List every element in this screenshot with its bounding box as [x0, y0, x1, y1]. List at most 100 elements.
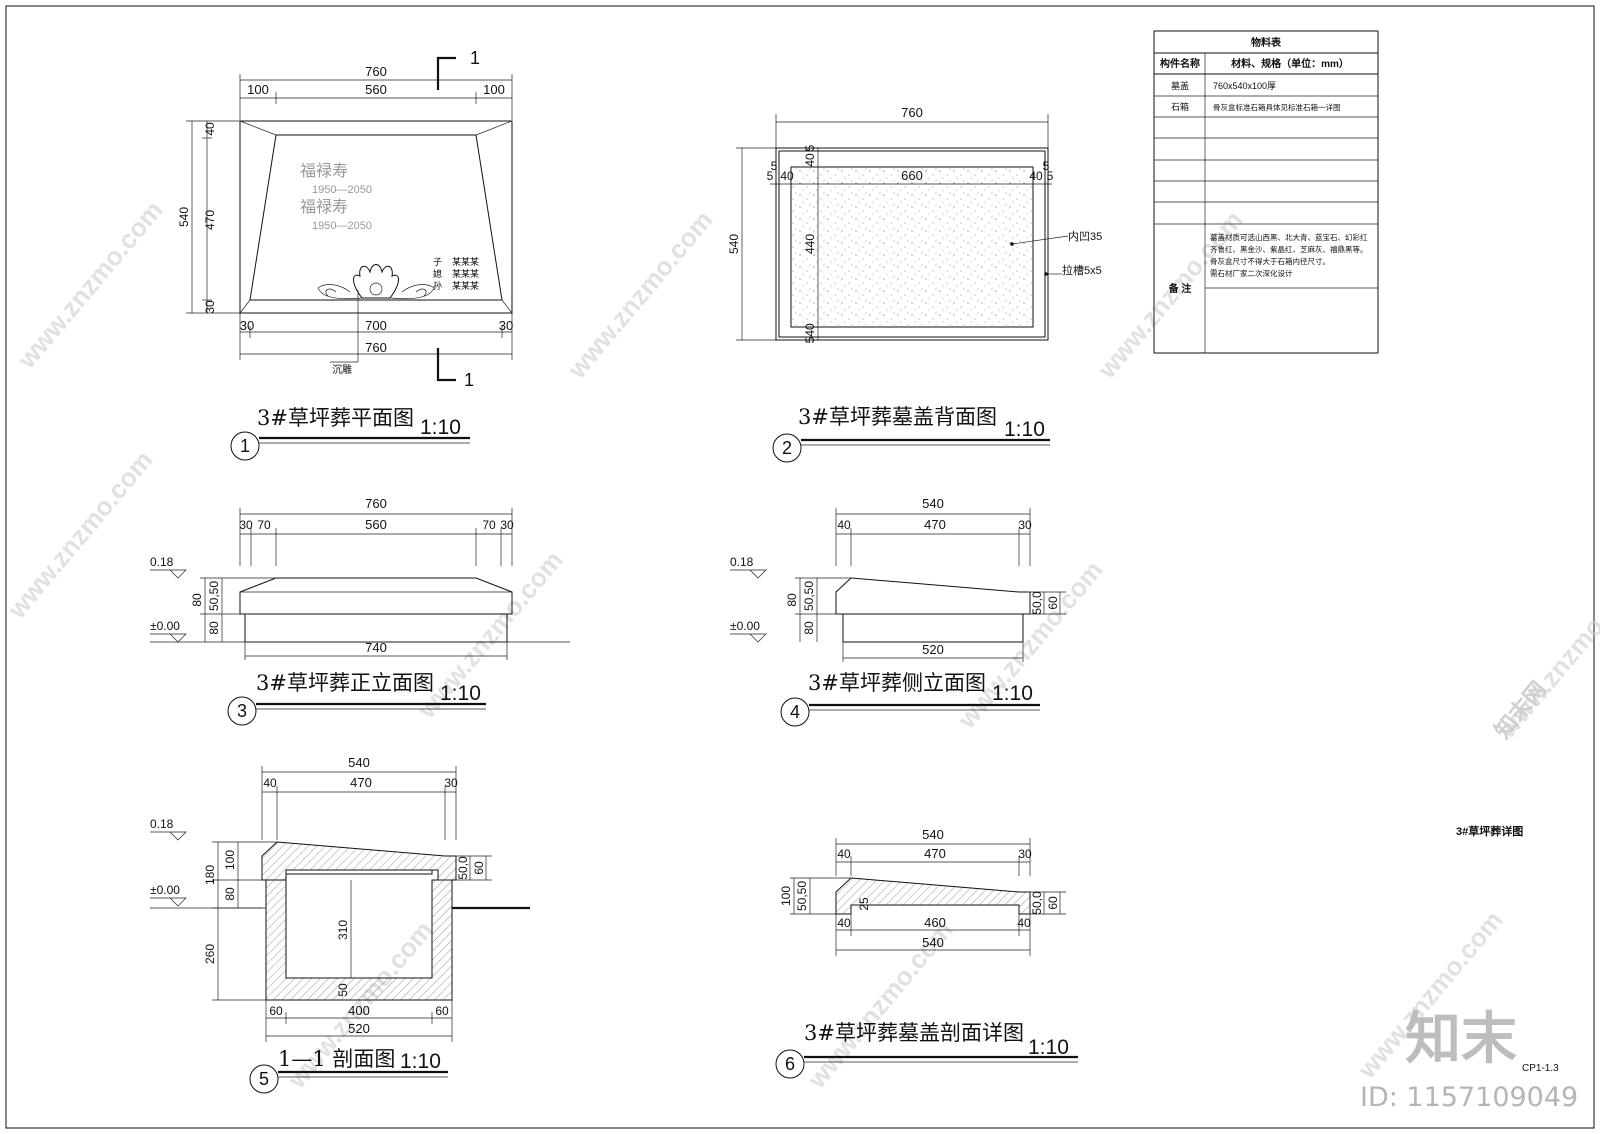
lotus-carving-icon	[317, 264, 435, 300]
table-remark: 骨灰盒尺寸不得大于石箱内径尺寸。	[1210, 256, 1330, 266]
view-number: 6	[785, 1054, 795, 1074]
dim-text: 100	[247, 82, 269, 97]
dim-text: 540	[922, 827, 944, 842]
section-mark: 1	[470, 48, 480, 68]
dim-text: 560	[365, 82, 387, 97]
dim-text: 310	[336, 920, 350, 940]
view-number: 5	[259, 1069, 269, 1089]
inscription-name: 福禄寿	[300, 198, 348, 216]
dim-text: 80	[190, 593, 204, 607]
sheet-border	[5, 5, 1595, 1129]
engrave-label: 沉雕	[332, 363, 352, 376]
groove-label: 拉槽5x5	[1062, 263, 1102, 277]
level-mark: 0.18	[150, 817, 174, 831]
dim-text: 30	[499, 318, 513, 333]
drawing-number: CP1-1.3	[1522, 1063, 1559, 1074]
relation-text: 子	[433, 257, 442, 267]
dim-text: 540	[922, 935, 944, 950]
level-mark: ±0.00	[150, 619, 180, 633]
table-cell: 骨灰盒标准石箱具体见标准石箱一详图	[1213, 102, 1341, 112]
inscription-years: 1950—2050	[312, 220, 372, 232]
view-plan: 760 100 560 100 1 540 40 470 30 福禄寿 1950…	[177, 48, 513, 461]
view-title: 3#草坪葬侧立面图	[808, 671, 986, 695]
table-cell: 石箱	[1171, 101, 1189, 112]
relation-text: 媳	[433, 268, 442, 279]
dim-text: 50,50	[802, 581, 816, 611]
id-label: ID: 1157109049	[1360, 1082, 1578, 1113]
dim-text: 40	[837, 916, 851, 930]
dim-text: 40	[1017, 916, 1031, 930]
view-title: 1—1 剖面图	[278, 1047, 395, 1071]
dim-text: 760	[365, 64, 387, 79]
dim-text: 740	[365, 640, 387, 655]
dim-text: 25	[857, 897, 871, 911]
dim-text: 540	[348, 755, 370, 770]
dim-text: 50,0	[1030, 591, 1044, 615]
dim-text: 520	[922, 642, 944, 657]
level-mark: ±0.00	[150, 883, 180, 897]
view-scale: 1:10	[440, 682, 481, 705]
dim-text: 80	[223, 887, 237, 901]
watermark-text: www.znzmo.com	[411, 545, 569, 725]
dim-text: 760	[365, 496, 387, 511]
dim-text: 40	[803, 153, 817, 167]
view-number: 4	[790, 702, 800, 722]
table-cell: 墓盖	[1171, 80, 1189, 91]
names-text: 某某某	[452, 281, 479, 291]
table-header: 材料、规格（单位：mm）	[1231, 57, 1349, 70]
dim-text: 700	[365, 318, 387, 333]
dim-text: 30	[1018, 847, 1032, 861]
dim-text: 70	[257, 518, 271, 532]
view-number: 1	[240, 436, 250, 456]
view-section: 540 40 470 30 310 50 100 180 80 260 50,0…	[150, 755, 530, 1094]
dim-text: 100	[779, 886, 793, 906]
dim-text: 50,50	[795, 881, 809, 911]
view-scale: 1:10	[400, 1050, 441, 1073]
level-mark: ±0.00	[730, 619, 760, 633]
relation-text: 孙	[433, 280, 442, 291]
table-remark: 墓盖材质可选山西黑、北大青、蓝宝石、幻彩红	[1210, 232, 1368, 242]
view-title: 3#草坪葬正立面图	[256, 671, 434, 695]
dim-text: 50,0	[456, 856, 470, 880]
dim-text: 40	[263, 776, 277, 790]
inscription-years: 1950—2050	[312, 184, 372, 196]
table-title: 物料表	[1251, 36, 1282, 49]
view-scale: 1:10	[992, 682, 1033, 705]
view-scale: 1:10	[420, 416, 461, 439]
watermark-text: www.znzmo.com	[951, 555, 1109, 735]
table-cell: 760x540x100厚	[1213, 81, 1276, 91]
dim-text: 40	[203, 122, 217, 136]
material-table: 物料表 构件名称 材料、规格（单位：mm） 墓盖 760x540x100厚 石箱…	[1153, 30, 1379, 354]
dim-text: 80	[207, 621, 221, 635]
level-mark: 0.18	[150, 555, 174, 569]
dim-text: 30	[444, 776, 458, 790]
sheet-title: 3#草坪葬详图	[1456, 824, 1523, 838]
view-number: 2	[782, 438, 792, 458]
view-scale: 1:10	[1004, 418, 1045, 441]
inscription-name: 福禄寿	[300, 162, 348, 180]
dim-text: 470	[924, 517, 946, 532]
dim-text: 100	[223, 850, 237, 870]
dim-text: 180	[203, 865, 217, 885]
dim-text: 30	[1018, 518, 1032, 532]
dim-text: 5	[771, 159, 778, 173]
brand-logo: 知末	[1405, 1007, 1517, 1072]
dim-text: 60	[472, 861, 486, 875]
watermark-text: www.znzmo.com	[11, 195, 169, 375]
table-remark: 齐鲁红、黑金沙、紫晶红、芝麻灰、福鼎黑等。	[1210, 244, 1368, 254]
dim-text: 50	[336, 983, 350, 997]
dim-text: 5	[767, 169, 774, 183]
view-side: 540 40 470 30 520 80 50,50 80 50,0 60 0.…	[730, 496, 1066, 727]
dim-text: 540	[727, 234, 741, 254]
dim-text: 400	[348, 1003, 370, 1018]
view-title: 3#草坪葬墓盖背面图	[798, 405, 997, 429]
dim-text: 80	[802, 621, 816, 635]
view-cover-detail: 540 40 470 30 25 100 50,50 50,0 60 40 46…	[775, 827, 1078, 1079]
table-header: 构件名称	[1160, 57, 1200, 70]
table-remark: 需石材厂家二次深化设计	[1210, 268, 1293, 278]
dim-text: 40	[837, 518, 851, 532]
dim-text: 70	[482, 518, 496, 532]
dim-text: 50,0	[1030, 891, 1044, 915]
watermark-text: www.znzmo.com	[561, 205, 719, 385]
